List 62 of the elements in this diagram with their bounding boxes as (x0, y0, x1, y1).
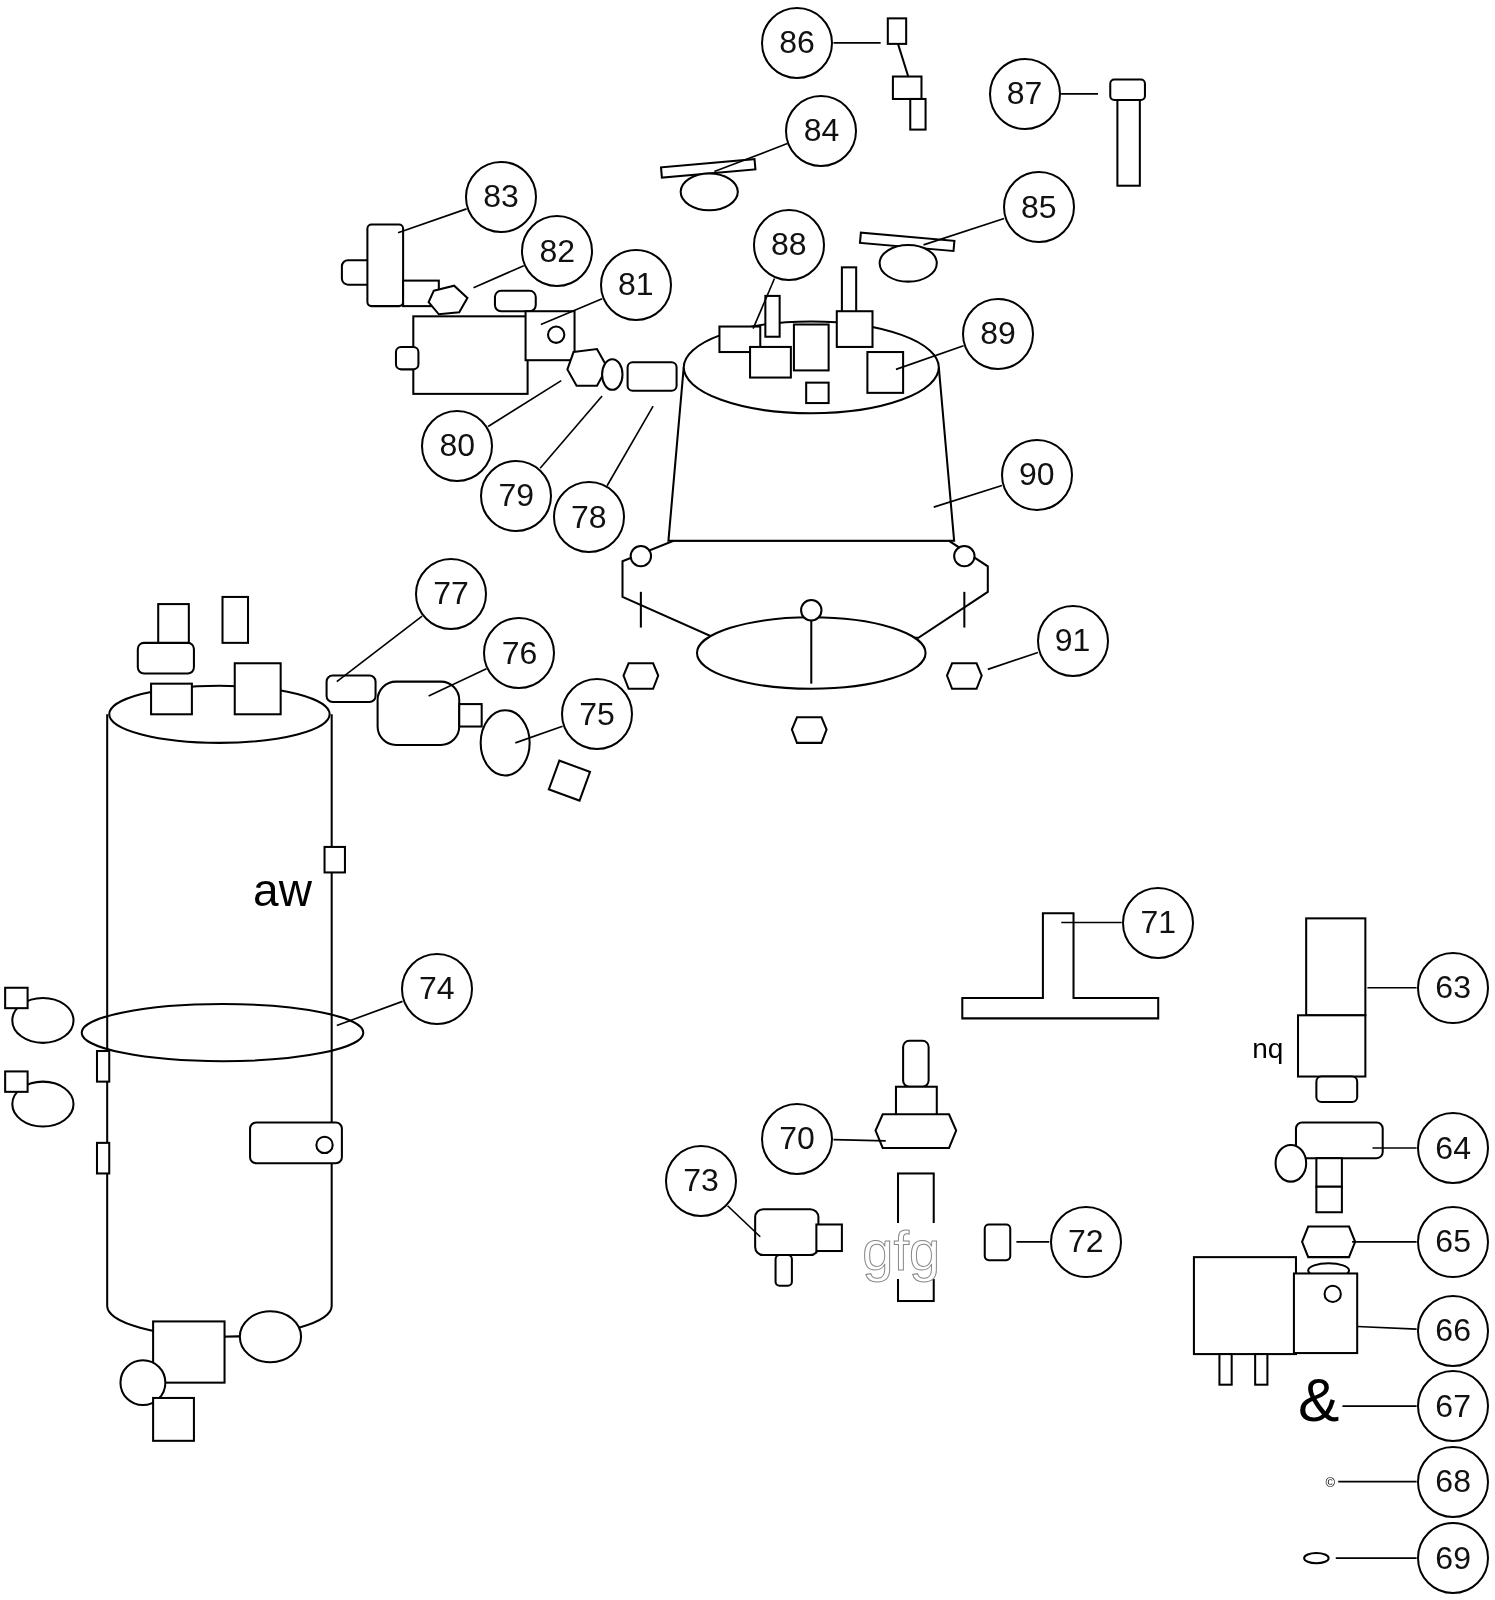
leader-line (540, 298, 603, 326)
leader-line (1337, 1480, 1418, 1483)
leader-line (1366, 986, 1418, 989)
callout-number: 64 (1417, 1112, 1490, 1185)
leader-line (1341, 1405, 1418, 1407)
callout-number: 72 (1049, 1205, 1122, 1278)
callout-number: 74 (400, 952, 473, 1025)
leader-line (606, 405, 654, 487)
callout-number: 90 (1000, 438, 1073, 511)
callout-number: 67 (1417, 1370, 1490, 1443)
callout-number: 75 (560, 678, 633, 751)
leader-line (922, 217, 1005, 246)
leader-line (713, 142, 789, 173)
callout-number: 78 (552, 481, 625, 554)
leader-line (427, 667, 488, 697)
callout-number: 79 (480, 459, 553, 532)
callout-number: 66 (1417, 1294, 1490, 1367)
overlay-text: aw (253, 867, 312, 914)
callout-number: 84 (785, 94, 858, 167)
leader-line (932, 484, 1003, 508)
callout-number: 86 (761, 6, 833, 79)
part-symbol: © (1325, 1475, 1336, 1489)
callout-number: 80 (421, 409, 494, 482)
leader-line (1060, 921, 1123, 924)
leader-line (895, 344, 965, 371)
leader-line (335, 615, 423, 683)
leader-line (1351, 1241, 1418, 1243)
callout-number: 65 (1417, 1205, 1490, 1278)
callout-number: 91 (1036, 604, 1109, 677)
leader-line (1015, 1241, 1051, 1243)
leader-line (1334, 1557, 1418, 1559)
leader-line (752, 277, 776, 330)
leader-line (514, 725, 564, 744)
leader-line (487, 379, 563, 428)
leader-line (832, 1138, 887, 1142)
callout-number: 81 (599, 248, 672, 321)
callout-number: 88 (752, 208, 825, 281)
callout-number: 85 (1002, 171, 1075, 244)
callout-number: 82 (521, 215, 594, 288)
callout-number: 77 (415, 557, 488, 630)
callout-number: 87 (988, 57, 1061, 130)
leader-line (1060, 93, 1099, 95)
callout-number: 73 (665, 1144, 738, 1217)
leader-line (397, 208, 468, 234)
part-symbol: & (1298, 1369, 1340, 1432)
callout-number: 83 (465, 160, 538, 233)
leader-line (335, 1000, 404, 1027)
leader-line (987, 651, 1039, 671)
leader-line (832, 42, 882, 44)
leader-line (726, 1204, 762, 1238)
callout-number: 71 (1122, 886, 1195, 959)
leader-line (1356, 1325, 1418, 1330)
callout-number: 63 (1417, 951, 1490, 1024)
overlay-text: nq (1252, 1034, 1284, 1063)
leader-line (1371, 1147, 1418, 1149)
leader-line (472, 264, 525, 289)
callout-number: 69 (1417, 1522, 1490, 1595)
callout-number: 89 (962, 297, 1034, 370)
callout-number: 70 (761, 1102, 833, 1175)
callout-number: 76 (483, 617, 556, 690)
callout-number: 68 (1417, 1445, 1490, 1518)
leader-line (539, 395, 603, 469)
